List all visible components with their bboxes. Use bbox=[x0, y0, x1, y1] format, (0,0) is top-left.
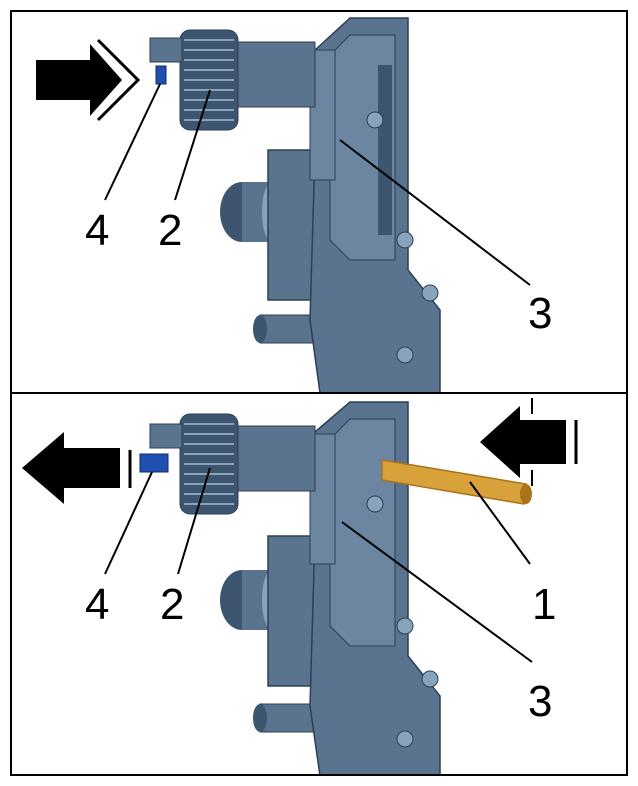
small-shaft bbox=[149, 423, 183, 449]
knurled-knob-2 bbox=[179, 413, 239, 515]
small-shaft bbox=[149, 37, 183, 63]
push-arrow-right bbox=[36, 38, 141, 122]
callout-1: 1 bbox=[532, 580, 556, 629]
bottom-illustration: 4 2 1 3 bbox=[22, 398, 578, 776]
frame-bolt-a bbox=[366, 111, 384, 129]
pin-4 bbox=[139, 453, 169, 473]
pin-4 bbox=[155, 65, 167, 85]
callout-3: 3 bbox=[528, 289, 552, 338]
top-illustration: 4 2 3 bbox=[36, 17, 552, 393]
insert-arrow-left bbox=[480, 398, 578, 486]
arm-part-3 bbox=[309, 49, 336, 181]
callout-4: 4 bbox=[85, 206, 109, 255]
frame-bolt-d bbox=[396, 346, 414, 364]
frame-bolt-d bbox=[396, 730, 414, 748]
knurled-knob-2 bbox=[179, 29, 239, 131]
bottom-screw bbox=[253, 703, 316, 733]
panel-divider bbox=[10, 392, 628, 394]
bottom-screw bbox=[253, 314, 316, 344]
callout-3: 3 bbox=[528, 677, 552, 726]
top-panel: 4 2 3 bbox=[10, 10, 628, 393]
frame-bolt-c bbox=[421, 670, 439, 688]
leader-lines-bottom bbox=[104, 467, 533, 663]
bottom-panel: 4 2 1 3 bbox=[10, 394, 628, 776]
frame-inner bbox=[329, 418, 396, 647]
cylinder-barrel bbox=[229, 41, 316, 108]
leader-lines-top bbox=[104, 83, 531, 286]
callout-2: 2 bbox=[158, 206, 182, 255]
rod-1 bbox=[381, 459, 532, 505]
callout-4: 4 bbox=[85, 580, 109, 629]
cylinder-barrel bbox=[229, 425, 316, 492]
frame-slot bbox=[378, 65, 392, 235]
frame-bolt-b bbox=[396, 617, 414, 635]
frame-bolt-b bbox=[396, 231, 414, 249]
callout-2: 2 bbox=[160, 580, 184, 629]
frame-bolt-a bbox=[366, 495, 384, 513]
arm-part-3 bbox=[309, 433, 336, 565]
push-arrow-left bbox=[22, 432, 132, 504]
frame-bolt-c bbox=[421, 284, 439, 302]
